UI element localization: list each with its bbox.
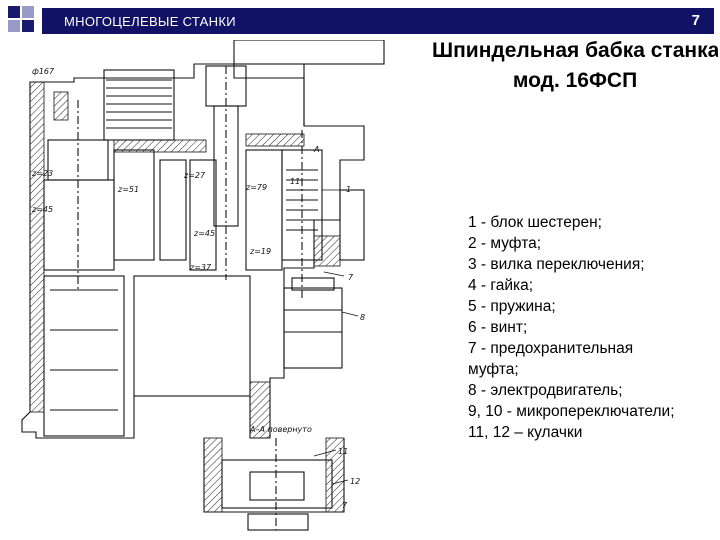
svg-text:z=27: z=27	[183, 171, 206, 180]
svg-text:12: 12	[350, 477, 360, 486]
legend-item: 6 - винт;	[468, 319, 528, 336]
slide-title: Шпиндельная бабка станка мод. 16ФСП	[432, 36, 718, 96]
legend-item: 1 - блок шестерен;	[468, 214, 602, 231]
slide-title-line2: мод. 16ФСП	[512, 69, 638, 92]
svg-text:ф167: ф167	[32, 67, 55, 76]
parts-legend: 1 - блок шестерен; 2 - муфта; 3 - вилка …	[468, 212, 718, 443]
header-title: МНОГОЦЕЛЕВЫЕ СТАНКИ	[64, 14, 236, 29]
legend-item: 11, 12 – кулачки	[468, 424, 583, 441]
svg-text:А: А	[313, 145, 319, 154]
header-bar: МНОГОЦЕЛЕВЫЕ СТАНКИ 7	[42, 8, 714, 34]
spindle-head-drawing: ф167 z=23 z=51 z=45 z=27 z=79 z=19 z=45 …	[21, 40, 385, 531]
svg-text:8: 8	[360, 313, 365, 322]
corner-square-1	[8, 6, 20, 18]
svg-text:7: 7	[342, 501, 348, 510]
svg-text:z=79: z=79	[245, 183, 267, 192]
slide-title-line1: Шпиндельная бабка станка	[432, 39, 718, 62]
svg-text:11: 11	[290, 177, 300, 186]
svg-text:11: 11	[338, 447, 348, 456]
legend-item: 3 - вилка переключения;	[468, 256, 645, 273]
legend-item: 4 - гайка;	[468, 277, 534, 294]
svg-text:z=37: z=37	[189, 263, 212, 272]
gear-label: z=23	[31, 169, 53, 178]
svg-text:7: 7	[348, 273, 354, 282]
legend-item: 8 - электродвигатель;	[468, 382, 623, 399]
corner-square-4	[22, 20, 34, 32]
corner-square-2	[22, 6, 34, 18]
legend-item: 2 - муфта;	[468, 235, 542, 252]
legend-item: 5 - пружина;	[468, 298, 556, 315]
legend-item: муфта;	[468, 361, 519, 378]
legend-item: 7 - предохранительная	[468, 340, 634, 357]
svg-text:z=45: z=45	[193, 229, 215, 238]
corner-square-3	[8, 20, 20, 32]
svg-text:z=19: z=19	[249, 247, 271, 256]
svg-text:z=45: z=45	[31, 205, 53, 214]
svg-text:А–А повернуто: А–А повернуто	[249, 425, 312, 434]
svg-text:z=51: z=51	[117, 185, 139, 194]
legend-item: 9, 10 - микропереключатели;	[468, 403, 675, 420]
svg-text:1: 1	[346, 185, 351, 194]
page-number: 7	[691, 12, 700, 29]
